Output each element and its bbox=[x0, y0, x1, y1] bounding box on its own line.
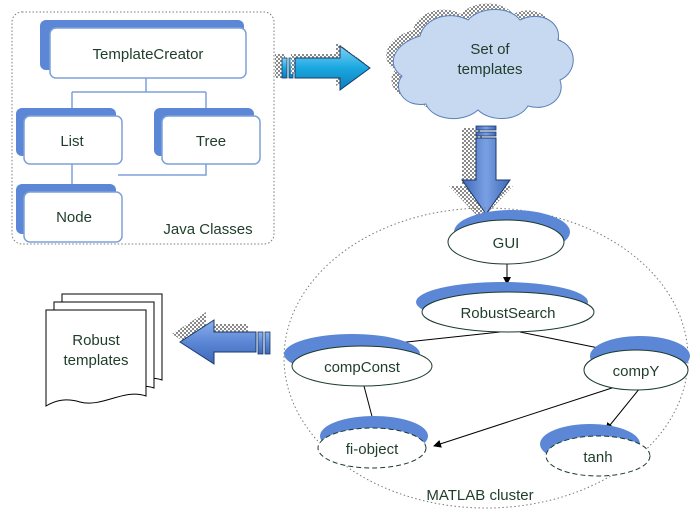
arrow-to-gui bbox=[449, 125, 513, 220]
list-class[interactable]: List bbox=[16, 108, 123, 165]
tanh-node[interactable]: tanh bbox=[540, 424, 651, 477]
template-creator-class[interactable]: TemplateCreator bbox=[40, 20, 247, 79]
java-classes-label: Java Classes bbox=[163, 221, 252, 238]
compconst-label: compConst bbox=[324, 359, 401, 376]
edge-robustsearch-compconst bbox=[387, 331, 501, 348]
edge-compy-tanh bbox=[605, 387, 641, 431]
gui-node[interactable]: GUI bbox=[447, 210, 570, 265]
node-label: Node bbox=[56, 209, 92, 226]
java-classes-border bbox=[11, 11, 275, 245]
arrow-to-robust-templates bbox=[172, 312, 271, 365]
cloud-line1: Set of bbox=[470, 41, 510, 58]
fiobject-label: fi-object bbox=[346, 441, 399, 458]
list-label: List bbox=[60, 133, 84, 150]
robustsearch-label: RobustSearch bbox=[460, 305, 555, 322]
compy-label: compY bbox=[613, 363, 660, 380]
robust-line1: Robust bbox=[72, 332, 120, 349]
arrow-to-templates bbox=[275, 42, 371, 91]
class-connector-bottom bbox=[71, 164, 207, 186]
templates-cloud[interactable]: Set of templates bbox=[386, 3, 574, 120]
cloud-line2: templates bbox=[457, 61, 522, 78]
compy-node[interactable]: compY bbox=[583, 336, 690, 391]
class-connector-top bbox=[71, 78, 207, 114]
edge-compy-fiobject bbox=[433, 385, 619, 448]
tree-class[interactable]: Tree bbox=[154, 108, 261, 165]
gui-label: GUI bbox=[493, 235, 520, 252]
tanh-label: tanh bbox=[583, 449, 612, 466]
robust-line2: templates bbox=[63, 352, 128, 369]
tree-label: Tree bbox=[196, 133, 226, 150]
node-class[interactable]: Node bbox=[16, 184, 123, 243]
template-creator-label: TemplateCreator bbox=[93, 46, 204, 63]
robust-templates-docs[interactable]: Robust templates bbox=[45, 293, 163, 407]
robustsearch-node[interactable]: RobustSearch bbox=[416, 282, 595, 333]
compconst-node[interactable]: compConst bbox=[284, 334, 433, 387]
matlab-cluster-label: MATLAB cluster bbox=[426, 487, 533, 504]
matlab-cluster: MATLAB cluster GUI RobustSearch compCons… bbox=[283, 207, 690, 509]
fiobject-node[interactable]: fi-object bbox=[317, 416, 428, 469]
java-classes-group: TemplateCreator List Tree Node Java Clas… bbox=[11, 11, 275, 245]
